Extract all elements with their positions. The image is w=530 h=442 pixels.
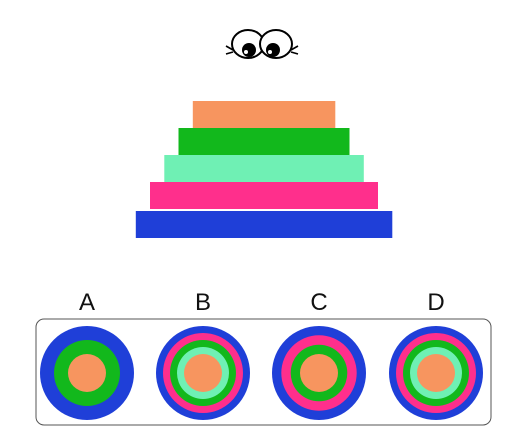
option-c-button[interactable]: C bbox=[272, 289, 366, 420]
ring-5 bbox=[417, 354, 455, 392]
option-b-button[interactable]: B bbox=[156, 289, 250, 420]
stack-layer-5 bbox=[135, 211, 393, 238]
stack-layer-2 bbox=[178, 128, 350, 155]
options-panel bbox=[35, 318, 492, 426]
stack-layer-4 bbox=[150, 182, 378, 209]
cartoon-eyes-icon bbox=[225, 29, 299, 59]
option-label: C bbox=[310, 289, 327, 316]
option-a-button[interactable]: A bbox=[40, 289, 134, 420]
option-d-button[interactable]: D bbox=[389, 289, 483, 420]
option-label: B bbox=[195, 289, 211, 316]
option-label: D bbox=[427, 289, 444, 316]
option-label: A bbox=[79, 289, 95, 316]
ring-3 bbox=[68, 354, 106, 392]
layer-stack bbox=[135, 101, 393, 238]
ring-4 bbox=[300, 354, 338, 392]
stack-layer-3 bbox=[164, 155, 364, 182]
ring-5 bbox=[184, 354, 222, 392]
stack-layer-1 bbox=[192, 101, 336, 128]
